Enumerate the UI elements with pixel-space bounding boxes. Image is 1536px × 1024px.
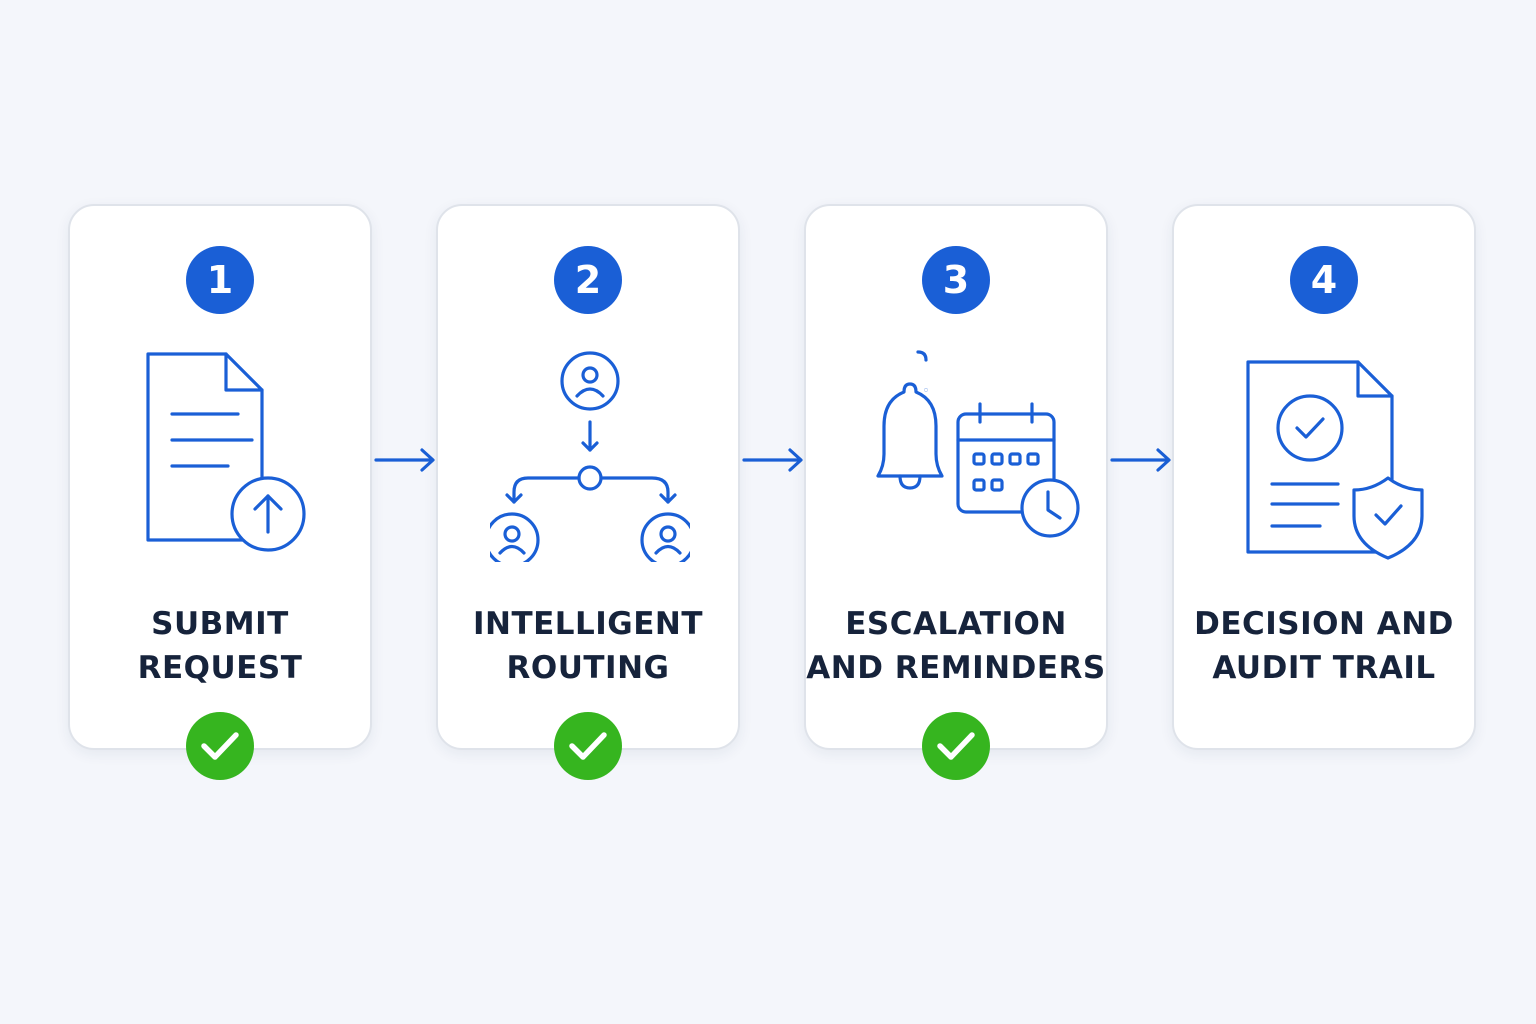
step-card-3: 3 ESCALATION AND REMINDERS: [804, 204, 1108, 780]
flow-arrow-icon: [742, 448, 803, 472]
step-card-1: 1 SUBMIT REQUEST: [68, 204, 372, 780]
step-label: ESCALATION AND REMINDERS: [806, 606, 1106, 686]
bell-calendar-clock-icon: [876, 350, 1080, 538]
step-label: DECISION AND AUDIT TRAIL: [1194, 606, 1454, 686]
flow-arrow-icon: [1110, 448, 1171, 472]
step-label: INTELLIGENT ROUTING: [472, 606, 704, 686]
routing-people-icon: [490, 351, 690, 562]
document-upload-icon: [146, 352, 306, 552]
step-label: SUBMIT REQUEST: [137, 606, 303, 686]
completed-check-icon: [922, 712, 990, 780]
step-number-badge: 3: [922, 246, 990, 314]
step-card-4: 4 DECISION AND AUDIT TRAIL: [1172, 204, 1476, 750]
step-card-2: 2 INTELLIGENT ROUTING: [436, 204, 740, 780]
step-number-badge: 4: [1290, 246, 1358, 314]
completed-check-icon: [554, 712, 622, 780]
completed-check-icon: [186, 712, 254, 780]
document-shield-check-icon: [1246, 360, 1424, 560]
step-number-badge: 2: [554, 246, 622, 314]
flow-arrow-icon: [374, 448, 435, 472]
step-number-badge: 1: [186, 246, 254, 314]
